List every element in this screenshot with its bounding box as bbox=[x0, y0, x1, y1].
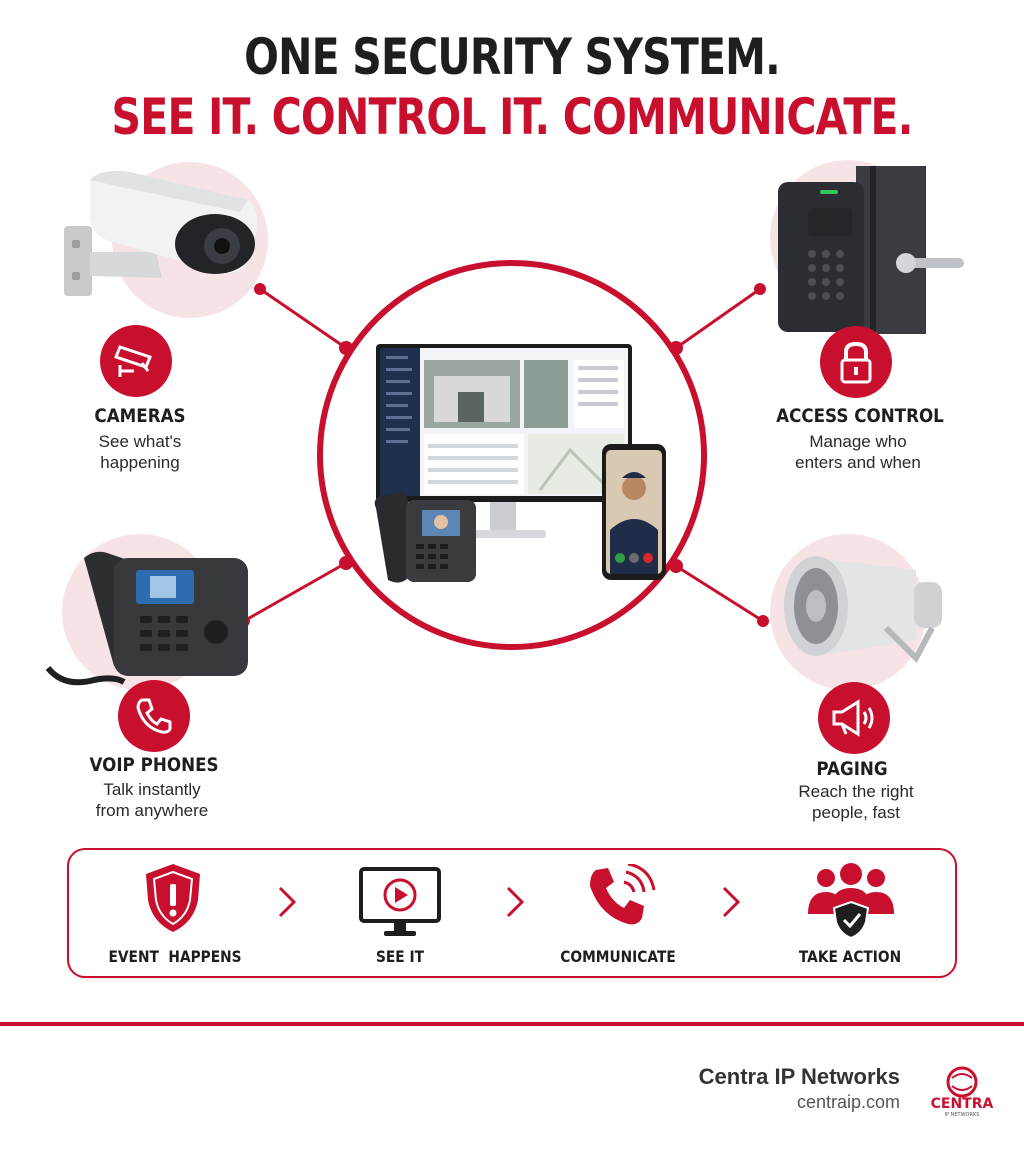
phone-handset-icon bbox=[136, 698, 172, 734]
access-feature-badge bbox=[820, 326, 892, 398]
cameras-desc-line-1: See what's bbox=[98, 432, 182, 451]
paging-speaker-illustration bbox=[784, 556, 942, 663]
footer-divider bbox=[0, 1022, 1024, 1026]
step-see-it: SEE IT bbox=[375, 947, 424, 966]
voip-feature-badge bbox=[118, 680, 190, 752]
security-camera-illustration bbox=[64, 171, 257, 296]
paging-desc: Reach the right people, fast bbox=[756, 781, 956, 823]
team-shield-icon bbox=[808, 863, 894, 940]
paging-title: PAGING bbox=[816, 758, 888, 780]
paging-feature-badge bbox=[818, 682, 890, 754]
voip-desc-line-2: from anywhere bbox=[95, 801, 209, 820]
chevron-right-icon bbox=[278, 886, 297, 918]
dashboard-monitor-illustration bbox=[374, 344, 666, 583]
access-desc-line-1: Manage who bbox=[809, 432, 907, 451]
paging-desc-line-1: Reach the right bbox=[798, 782, 914, 801]
company-name: Centra IP Networks bbox=[698, 1064, 900, 1089]
access-control-title: ACCESS CONTROL bbox=[776, 405, 944, 427]
phone-ringing-icon bbox=[590, 864, 656, 925]
step-event-happens: EVENT HAPPENS bbox=[108, 947, 242, 966]
shield-alert-icon bbox=[146, 864, 200, 932]
step-communicate: COMMUNICATE bbox=[560, 947, 676, 966]
paging-desc-line-2: people, fast bbox=[812, 803, 900, 822]
chevron-right-icon bbox=[722, 886, 741, 918]
logo-subtext: IP NETWORKS bbox=[944, 1112, 980, 1118]
cameras-title: CAMERAS bbox=[94, 405, 186, 427]
access-desc-line-2: enters and when bbox=[795, 453, 921, 472]
logo-wordmark: CENTRA bbox=[930, 1096, 994, 1112]
camera-feature-badge bbox=[100, 325, 172, 397]
cameras-desc-line-2: happening bbox=[100, 453, 180, 472]
cctv-icon bbox=[114, 345, 152, 377]
access-control-desc: Manage who enters and when bbox=[758, 431, 958, 473]
step-take-action: TAKE ACTION bbox=[798, 947, 902, 966]
voip-phone-illustration bbox=[45, 551, 248, 686]
chevron-right-icon bbox=[506, 886, 525, 918]
padlock-icon bbox=[840, 341, 872, 384]
monitor-play-icon bbox=[359, 867, 441, 936]
voip-phones-desc: Talk instantly from anywhere bbox=[52, 779, 252, 821]
cameras-desc: See what's happening bbox=[40, 431, 240, 473]
company-website: centraip.com bbox=[796, 1092, 900, 1112]
headline-line-2: SEE IT. CONTROL IT. COMMUNICATE. bbox=[111, 88, 914, 146]
access-keypad-illustration bbox=[778, 166, 964, 334]
headline-line-1: ONE SECURITY SYSTEM. bbox=[244, 28, 781, 86]
megaphone-icon bbox=[832, 699, 874, 737]
voip-desc-line-1: Talk instantly bbox=[103, 780, 201, 799]
centra-logo bbox=[946, 1066, 978, 1098]
voip-phones-title: VOIP PHONES bbox=[89, 754, 219, 776]
